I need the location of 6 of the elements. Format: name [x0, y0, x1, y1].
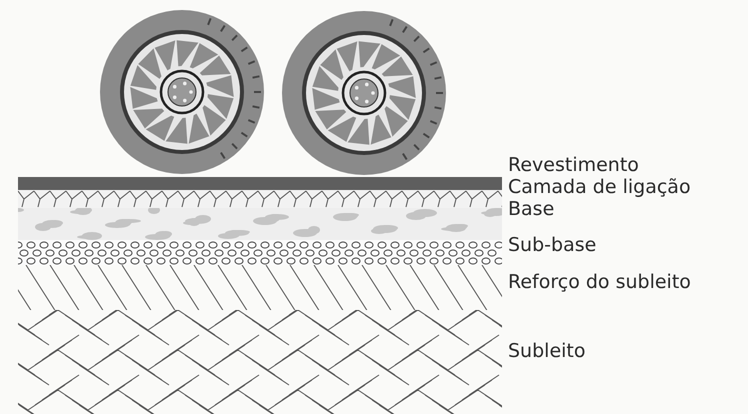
layer-label: Base: [508, 198, 554, 220]
layer-label: Camada de ligação: [508, 176, 691, 198]
layer-label: Subleito: [508, 340, 586, 362]
layer-label: Revestimento: [508, 154, 639, 176]
layer-label: Reforço do subleito: [508, 271, 691, 293]
layer-label: Sub-base: [508, 234, 596, 256]
